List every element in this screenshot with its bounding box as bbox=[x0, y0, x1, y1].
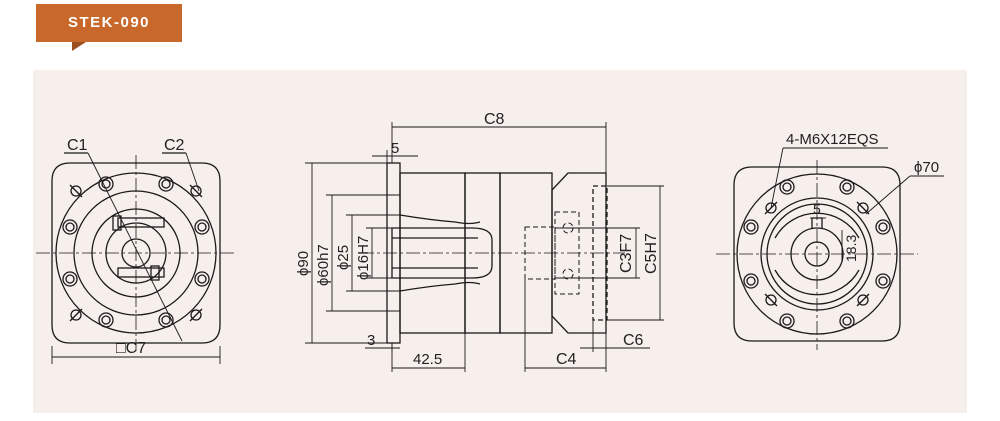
left-view: C1 C2 □C7 bbox=[36, 137, 236, 364]
right-bolt-holes bbox=[743, 179, 891, 329]
c7-label: □C7 bbox=[116, 340, 146, 357]
d3-label: 3 bbox=[367, 332, 375, 349]
c1-label: C1 bbox=[67, 137, 88, 154]
k18-label: 18.3 bbox=[843, 235, 859, 262]
c1-leader-diag bbox=[87, 152, 183, 342]
c4-label: C4 bbox=[556, 351, 577, 368]
c2-leader-diag bbox=[185, 152, 200, 192]
c2-label: C2 bbox=[164, 137, 185, 154]
right-centerlines bbox=[716, 160, 918, 350]
d70-label: ϕ70 bbox=[914, 159, 939, 176]
left-mount-holes bbox=[69, 184, 203, 322]
right-flange-outline bbox=[733, 166, 901, 342]
bolts-label: 4-M6X12EQS bbox=[786, 131, 879, 148]
c3-label: C3F7 bbox=[618, 234, 635, 273]
left-flange-outline bbox=[51, 162, 221, 344]
d60-label: ϕ60h7 bbox=[315, 244, 332, 286]
model-tag-label: STEK-090 bbox=[67, 14, 151, 31]
side-housing-curve bbox=[399, 214, 481, 292]
d16-label: ϕ16H7 bbox=[355, 236, 372, 280]
side-shaft-bore bbox=[391, 227, 493, 279]
d70-leader-diag bbox=[865, 175, 911, 215]
k5-label: 5 bbox=[813, 201, 821, 217]
model-tag-background bbox=[36, 4, 182, 42]
left-clamp-slots bbox=[112, 215, 165, 281]
bolts-leader-diag bbox=[770, 147, 784, 209]
right-view: 4-M6X12EQS ϕ70 5 18.3 bbox=[716, 131, 944, 350]
c6-label: C6 bbox=[623, 332, 644, 349]
d25-label: ϕ25 bbox=[335, 245, 352, 270]
d42-label: 42.5 bbox=[413, 351, 442, 368]
left-bolt-holes bbox=[62, 176, 210, 328]
side-view: C8 5 ϕ90 ϕ60h7 ϕ25 ϕ16H7 3 42.5 C bbox=[295, 111, 664, 372]
d90-label: ϕ90 bbox=[295, 251, 312, 276]
c5-label: C5H7 bbox=[643, 233, 660, 274]
c8-label: C8 bbox=[484, 111, 505, 128]
d5-label: 5 bbox=[391, 140, 399, 157]
left-centerlines bbox=[36, 155, 236, 351]
model-tag-tail bbox=[72, 42, 86, 51]
model-tag: STEK-090 bbox=[36, 4, 182, 51]
